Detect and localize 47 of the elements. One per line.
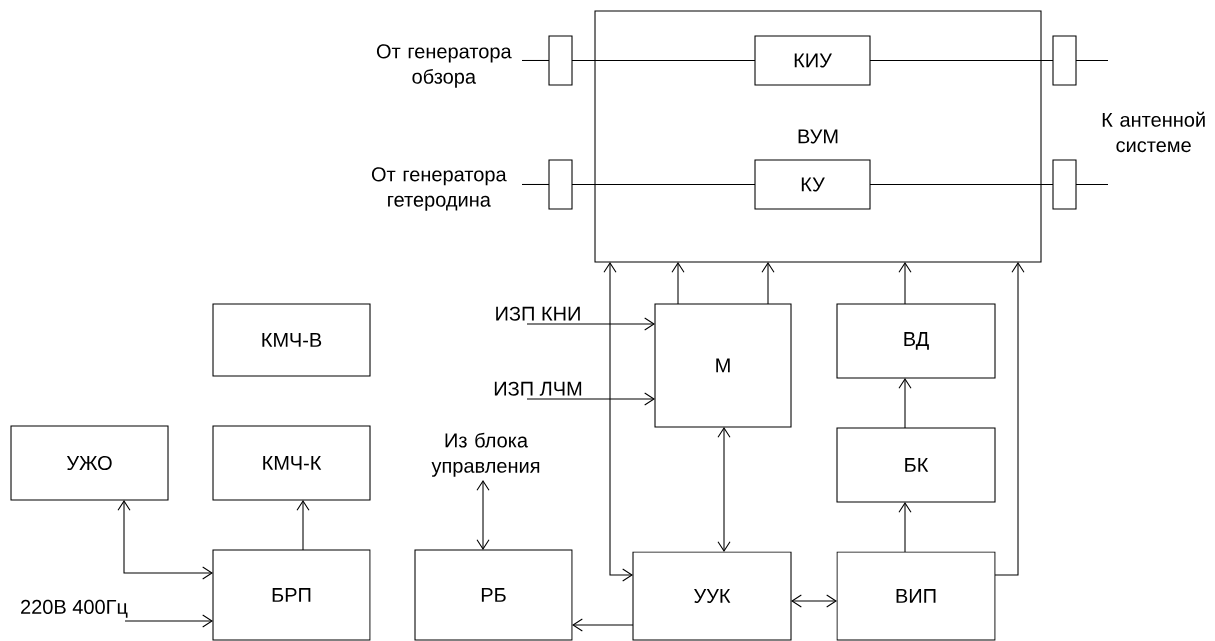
arrow (898, 378, 912, 429)
arrow (526, 317, 655, 331)
arrow (296, 500, 310, 551)
block-box: ВД (836, 303, 996, 379)
arrow (791, 594, 837, 608)
arrow (572, 618, 634, 632)
block-box: БРП (212, 549, 371, 641)
connector-line (521, 183, 550, 186)
connector-box (1052, 159, 1077, 210)
signal-label: 220В 400Гц (21, 599, 128, 618)
connector-line (571, 183, 756, 186)
arrow (761, 262, 775, 305)
block-box: УЖО (10, 425, 169, 501)
block-box: КМЧ-В (212, 303, 371, 377)
connector-line (571, 59, 756, 62)
connector-line (1075, 59, 1109, 62)
arrow (117, 500, 213, 580)
signal-label: Из блока управления (431, 432, 540, 477)
block-box: ВИП (836, 551, 996, 641)
block-box: КМЧ-К (212, 425, 371, 501)
signal-label: ИЗП ЛЧМ (494, 381, 582, 396)
arrow (994, 262, 1025, 576)
arrow (476, 480, 490, 550)
output-label: К антенной системе (1102, 111, 1205, 153)
arrow (124, 614, 213, 628)
signal-label: От генератора обзора (376, 44, 512, 88)
connector-box (1052, 35, 1077, 86)
connector-line (869, 183, 1054, 186)
signal-label: ИЗП КНИ (496, 306, 580, 321)
block-box: М (654, 303, 792, 428)
block-box: УУК (632, 551, 792, 641)
connector-line (869, 59, 1054, 62)
arrow (898, 262, 912, 305)
arrow (717, 427, 731, 552)
block-box: РБ (414, 549, 573, 641)
connector-line (1075, 183, 1109, 186)
arrow (603, 262, 633, 582)
signal-label: От генератора гетеродина (371, 167, 507, 211)
block-box: КИУ (754, 35, 871, 86)
arrow (898, 502, 912, 553)
arrow (671, 262, 685, 305)
block-box: БК (836, 427, 996, 503)
connector-box (548, 35, 573, 86)
block-box: КУ (754, 159, 871, 210)
arrow (526, 392, 655, 406)
connector-line (521, 59, 550, 62)
connector-box (548, 159, 573, 210)
